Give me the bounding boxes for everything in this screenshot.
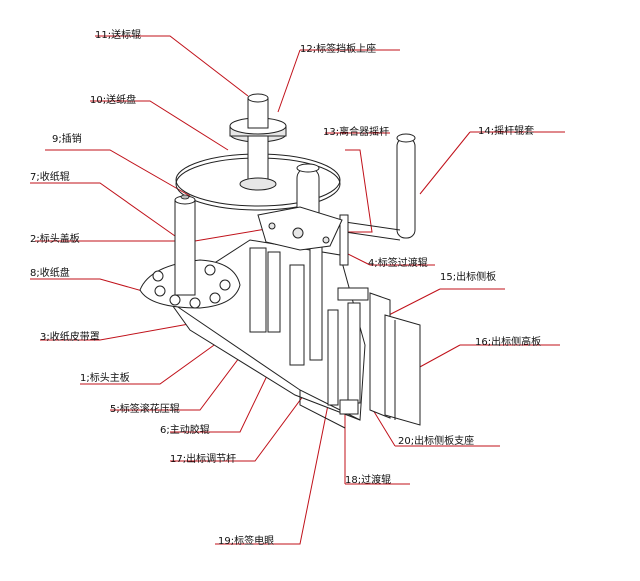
label-head-cover: 2;标头盖板 <box>30 234 80 245</box>
label-transition-roller: 4;标签过渡辊 <box>368 258 428 269</box>
label-side-plate-seat: 20;出标侧板支座 <box>398 436 475 447</box>
label-collect-roller: 7;收纸辊 <box>30 172 70 183</box>
label-feed-roller: 11;送标辊 <box>95 30 142 41</box>
label-belt-cover: 3;收纸皮带罩 <box>40 332 100 343</box>
label-transition-roller-18: 18;过渡辊 <box>345 475 392 486</box>
label-main-plate: 1;标头主板 <box>80 373 130 384</box>
label-drive-roller: 6;主动胶辊 <box>160 425 210 436</box>
label-feed-disc: 10;送纸盘 <box>90 95 137 106</box>
label-knurled-roller: 5;标签滚花压辊 <box>110 404 180 415</box>
label-rocker-sleeve: 14;摇杆辊套 <box>478 126 535 137</box>
exit-side-high-plate <box>384 314 421 426</box>
label-baffle-upper-seat: 12;标签挡板上座 <box>300 44 377 55</box>
label-exit-side-plate: 15;出标侧板 <box>440 272 497 283</box>
label-clutch-rocker: 13;离合器摇杆 <box>323 127 390 138</box>
label-pin: 9;插销 <box>52 134 82 145</box>
label-exit-high-plate: 16;出标侧高板 <box>475 337 542 348</box>
label-adjust-rod: 17;出标调节杆 <box>170 454 237 465</box>
label-electric-eye: 19;标签电眼 <box>218 536 275 547</box>
label-collect-disc: 8;收纸盘 <box>30 268 70 279</box>
